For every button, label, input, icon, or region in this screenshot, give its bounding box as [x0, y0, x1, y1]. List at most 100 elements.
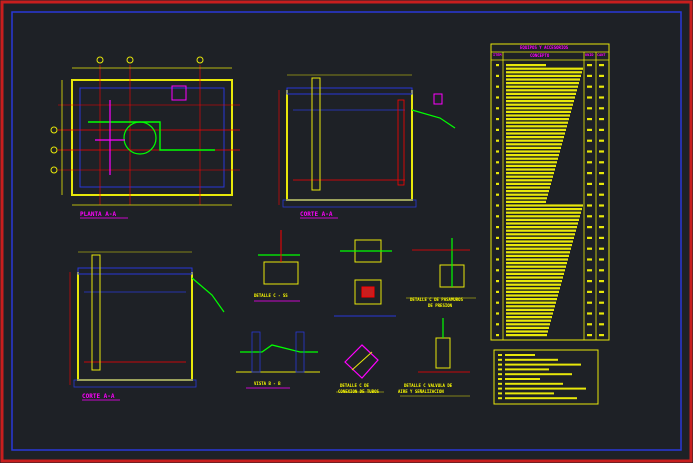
legend-bullet: [498, 368, 502, 371]
table-row-qty-mark: [599, 193, 604, 196]
legend-bullet: [498, 387, 502, 390]
table-row-text: [506, 269, 565, 272]
table-row-unit-mark: [587, 301, 592, 304]
table-row-item-mark: [496, 226, 499, 229]
table-frame: [490, 43, 610, 341]
table-row-text: [506, 64, 546, 67]
legend-text: [505, 378, 540, 380]
legend-text: [505, 358, 558, 361]
section-b-foundation: [73, 379, 197, 388]
table-row-item-mark: [496, 312, 499, 315]
table-row-text: [506, 89, 577, 92]
table-row-qty-mark: [599, 280, 604, 283]
legend-bullet: [498, 363, 502, 366]
section-a-slab: [286, 87, 413, 95]
legend-text: [505, 387, 586, 390]
table-row-unit-mark: [587, 118, 592, 121]
legend-bullet: [498, 382, 502, 385]
table-row-text: [506, 226, 577, 229]
table-row-text: [506, 323, 550, 326]
plan-outer-wall: [71, 79, 233, 196]
table-row-unit-mark: [587, 334, 592, 337]
table-row-item-mark: [496, 161, 499, 164]
table-row-text: [506, 128, 566, 131]
table-row-item-mark: [496, 172, 499, 175]
detail-c-pipe: [351, 351, 373, 371]
table-row-item-mark: [496, 64, 499, 67]
table-row-item-mark: [496, 193, 499, 196]
section-b-title: CORTE A-A: [82, 393, 115, 400]
plan-valve-box: [171, 85, 187, 101]
table-row-text: [506, 283, 561, 286]
table-row-text: [506, 218, 579, 221]
table-row-qty-mark: [599, 64, 604, 67]
table-row-qty-mark: [599, 204, 604, 207]
table-row-unit-mark: [587, 161, 592, 164]
table-row-text: [506, 276, 563, 279]
table-row-text: [506, 100, 574, 103]
table-row-text: [506, 298, 557, 301]
table-row-unit-mark: [587, 215, 592, 218]
table-row-text: [506, 222, 578, 225]
table-row-unit-mark: [587, 269, 592, 272]
legend-bullet: [498, 373, 502, 376]
table-row-unit-mark: [587, 280, 592, 283]
table-row-item-mark: [496, 258, 499, 261]
plan-grid-bubble: [96, 56, 104, 64]
detail-pass-subtitle: DE PRESION: [428, 303, 453, 308]
plan-view-title: PLANTA A-A: [80, 211, 117, 218]
table-row-unit-mark: [587, 204, 592, 207]
table-col-item: ITEM: [493, 53, 502, 57]
table-row-qty-mark: [599, 323, 604, 326]
plan-grid-bubble: [50, 126, 58, 134]
table-row-text: [506, 146, 561, 149]
detail-c-title: DETALLE C DE: [340, 383, 369, 388]
table-row-text: [506, 164, 556, 167]
table-row-text: [506, 107, 572, 110]
plan-pipe-run: [88, 121, 215, 151]
legend-text: [505, 363, 581, 366]
detail-ss: [254, 230, 300, 302]
table-row-unit-mark: [587, 139, 592, 142]
table-row-item-mark: [496, 290, 499, 293]
table-row-unit-mark: [587, 193, 592, 196]
table-row-text: [506, 316, 552, 319]
table-row-text: [506, 161, 557, 164]
table-row-text: [506, 114, 570, 117]
table-row-unit-mark: [587, 226, 592, 229]
table-row-text: [506, 136, 564, 139]
legend-bullet: [498, 354, 502, 356]
plan-grid-bubble: [196, 56, 204, 64]
table-row-item-mark: [496, 236, 499, 239]
table-row-text: [506, 294, 558, 297]
table-row-unit-mark: [587, 64, 592, 67]
table-row-text: [506, 182, 551, 185]
detail-c-subtitle: CONEXION DE TUBOS: [338, 389, 379, 394]
table-row-text: [506, 193, 548, 196]
table-row-unit-mark: [587, 247, 592, 250]
table-row-qty-mark: [599, 312, 604, 315]
table-row-item-mark: [496, 269, 499, 272]
view-b-support: [295, 331, 305, 373]
detail-pass: [334, 239, 396, 317]
legend-text: [505, 397, 577, 400]
table-row-text: [506, 280, 562, 283]
table-row-qty-mark: [599, 85, 604, 88]
table-row-qty-mark: [599, 74, 604, 77]
section-a-ladder: [397, 99, 405, 186]
table-row-qty-mark: [599, 290, 604, 293]
table-row-item-mark: [496, 128, 499, 131]
plan-grid-bubble: [50, 146, 58, 154]
table-row-qty-mark: [599, 128, 604, 131]
table-col-concept: CONCEPTO: [530, 53, 550, 58]
table-row-item-mark: [496, 323, 499, 326]
table-row-text: [506, 211, 581, 214]
detail-c-fitting: [344, 344, 379, 379]
table-row-text: [506, 200, 546, 203]
table-row-qty-mark: [599, 150, 604, 153]
table-row-unit-mark: [587, 236, 592, 239]
table-row-text: [506, 143, 562, 146]
table-row-text: [506, 74, 581, 77]
table-row-text: [506, 172, 554, 175]
legend-bullet: [498, 392, 502, 395]
